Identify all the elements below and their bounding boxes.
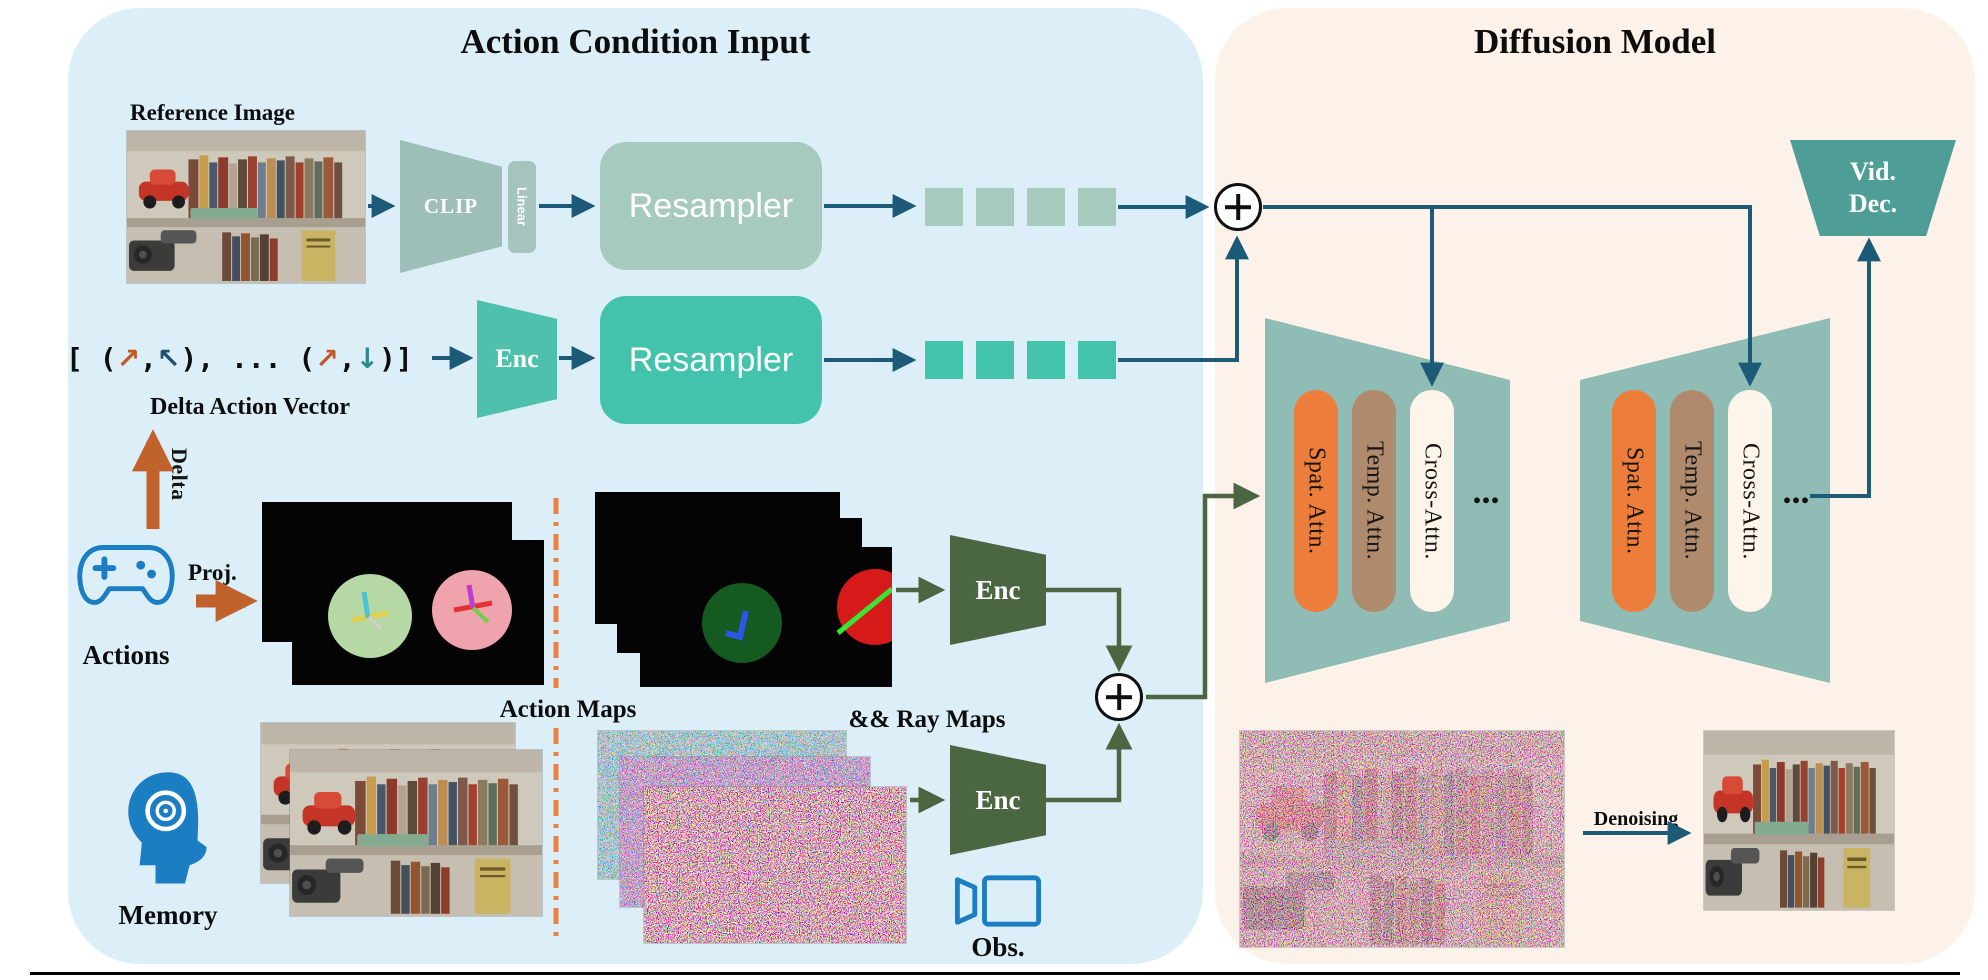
linear-projection: Linear (508, 161, 536, 253)
ray-map-frame-front (640, 547, 892, 687)
image-token (925, 188, 963, 226)
action-resampler-label: Resampler (628, 340, 794, 379)
ray-maps-label: && Ray Maps (848, 706, 1006, 733)
gamepad-icon (72, 536, 180, 612)
action-token (925, 341, 963, 379)
temp-attn-label: Temp. Attn. (1679, 441, 1706, 561)
delta-arrow-label: Delta (166, 448, 192, 507)
image-token (976, 188, 1014, 226)
cross-attn-label: Cross-Attn. (1419, 442, 1446, 560)
vector-comma: , (338, 341, 356, 375)
memory-image-front (290, 750, 542, 916)
temp-attn-label: Temp. Attn. (1361, 441, 1388, 561)
action-resampler: Resampler (600, 296, 822, 424)
right-panel-title: Diffusion Model (1473, 22, 1717, 61)
denoised-output-image (1704, 731, 1894, 910)
image-token (1078, 188, 1116, 226)
memory-label: Memory (118, 900, 218, 930)
actions-label: Actions (82, 640, 170, 670)
linear-label: Linear (514, 187, 530, 227)
vector-comma: , (140, 341, 157, 375)
video-decoder-label-line2: Dec. (1848, 189, 1898, 218)
vector-arrow-nw: ↖ (156, 341, 181, 375)
vector-arrow-down: ↓ (355, 341, 380, 375)
obs-encoder: Enc (950, 745, 1046, 855)
ray-map-markers (702, 569, 892, 663)
obs-encoder-label: Enc (975, 784, 1021, 815)
figure-bottom-rule (30, 972, 1960, 975)
video-decoder-label-line1: Vid. (1850, 156, 1896, 186)
vector-arrow-ne-2: ↗ (315, 341, 339, 375)
action-maps-label: Action Maps (499, 696, 637, 723)
action-encoder: Enc (477, 300, 557, 418)
action-encoder-label: Enc (495, 344, 539, 373)
vector-bracket: )] (379, 341, 413, 375)
proj-label: Proj. (188, 560, 237, 585)
camera-icon (948, 872, 1048, 930)
reference-image-label: Reference Image (130, 100, 295, 125)
cross-attn-bar-1: Cross-Attn. (1410, 390, 1454, 612)
obs-label: Obs. (971, 932, 1025, 962)
left-panel-title: Action Condition Input (460, 22, 811, 61)
add-node-top (1214, 183, 1262, 231)
spat-attn-bar-1: Spat. Attn. (1294, 390, 1338, 612)
delta-arrow-label-text: Delta (167, 448, 192, 501)
temp-attn-bar-1: Temp. Attn. (1352, 390, 1396, 612)
action-token (976, 341, 1014, 379)
temp-attn-bar-2: Temp. Attn. (1670, 390, 1714, 612)
delta-action-vector-label: Delta Action Vector (150, 394, 350, 420)
delta-action-vector: [ (↗,↖), ... (↗,↓)] (66, 332, 413, 384)
cross-attn-bar-2: Cross-Attn. (1728, 390, 1772, 612)
memory-icon (122, 770, 214, 888)
spat-attn-bar-2: Spat. Attn. (1612, 390, 1656, 612)
action-map-frame-front (292, 540, 544, 685)
vector-bracket: [ ( (66, 341, 117, 375)
noise-frame-front (644, 787, 906, 943)
clip-label: CLIP (423, 194, 479, 218)
spat-attn-label: Spat. Attn. (1621, 447, 1648, 555)
action-token (1078, 341, 1116, 379)
reference-image (127, 131, 365, 283)
maps-encoder-label: Enc (975, 574, 1021, 605)
action-map-markers (328, 570, 512, 658)
image-resampler-label: Resampler (628, 186, 794, 225)
noisy-latent-image (1240, 731, 1564, 947)
spat-attn-label: Spat. Attn. (1303, 447, 1330, 555)
image-token (1027, 188, 1065, 226)
block2-ellipsis: ... (1782, 471, 1810, 511)
block1-ellipsis: ... (1472, 471, 1500, 511)
image-resampler: Resampler (600, 142, 822, 270)
maps-encoder: Enc (950, 535, 1046, 645)
cross-attn-label: Cross-Attn. (1737, 442, 1764, 560)
vector-arrow-ne-1: ↗ (116, 341, 141, 375)
denoising-label: Denoising (1593, 808, 1679, 830)
add-node-bottom (1095, 673, 1143, 721)
action-token (1027, 341, 1065, 379)
clip-encoder: CLIP (400, 140, 502, 273)
vector-ellipsis: ), ... ( (180, 341, 316, 375)
video-decoder: Vid. Dec. (1790, 140, 1956, 236)
